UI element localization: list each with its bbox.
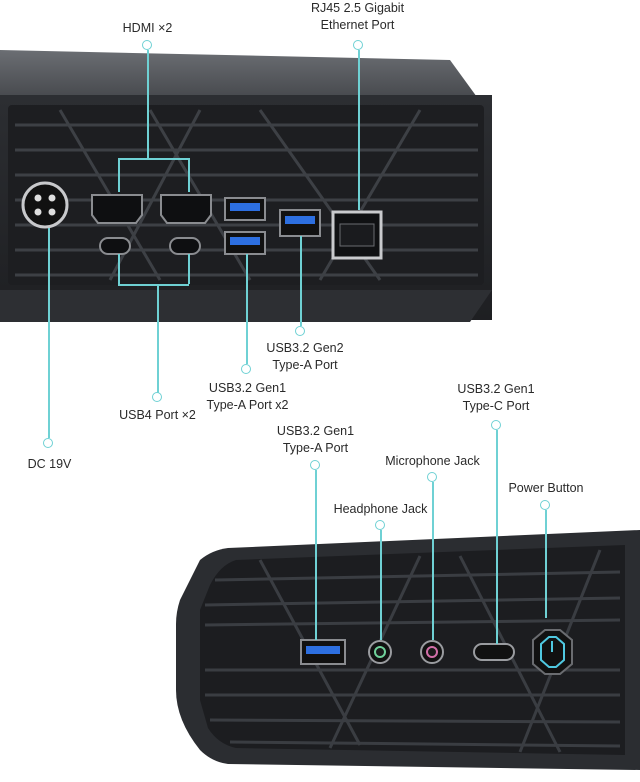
front-usb-c-label-line2: Type-C Port [462,399,530,413]
hdmi-port-2 [160,194,212,224]
usb4-port-2 [169,237,201,255]
usb-gen2-label: USB3.2 Gen2 Type-A Port [255,340,355,374]
dc-label: DC 19V [22,456,77,473]
front-usb-c-label: USB3.2 Gen1 Type-C Port [450,381,542,415]
back-panel-device [0,50,492,322]
dc-label-text: DC 19V [27,457,72,471]
hdmi-label: HDMI ×2 [110,20,185,37]
rj45-label-line1: RJ45 2.5 Gigabit [310,1,405,15]
headphone-label: Headphone Jack [328,501,433,518]
usb-gen1-label: USB3.2 Gen1 Type-A Port x2 [195,380,300,414]
usb-gen1-label-line1: USB3.2 Gen1 [208,381,287,395]
microphone-label: Microphone Jack [380,453,485,470]
headphone-label-text: Headphone Jack [333,502,428,516]
power-label-text: Power Button [508,481,584,495]
microphone-label-text: Microphone Jack [385,454,480,468]
front-usb-c-label-line1: USB3.2 Gen1 [457,382,535,396]
usb-gen2-label-line1: USB3.2 Gen2 [266,341,344,355]
usb-gen1-label-line2: Type-A Port x2 [206,398,289,412]
dc-jack [21,181,69,229]
usb4-label-text: USB4 Port ×2 [119,408,196,422]
rj45-label-line2: Ethernet Port [320,18,395,32]
usb4-port-1 [99,237,131,255]
front-usb-a-label: USB3.2 Gen1 Type-A Port [268,423,363,457]
hdmi-label-text: HDMI ×2 [122,21,173,35]
hdmi-port-1 [91,194,143,224]
front-usb-c-port [473,643,515,661]
usb-gen2-label-line2: Type-A Port [272,358,338,372]
rj45-label: RJ45 2.5 Gigabit Ethernet Port [295,0,420,34]
power-label: Power Button [500,480,592,497]
front-usb-a-label-line1: USB3.2 Gen1 [276,424,355,438]
usb4-label: USB4 Port ×2 [110,407,205,424]
front-usb-a-label-line2: Type-A Port [282,441,349,455]
